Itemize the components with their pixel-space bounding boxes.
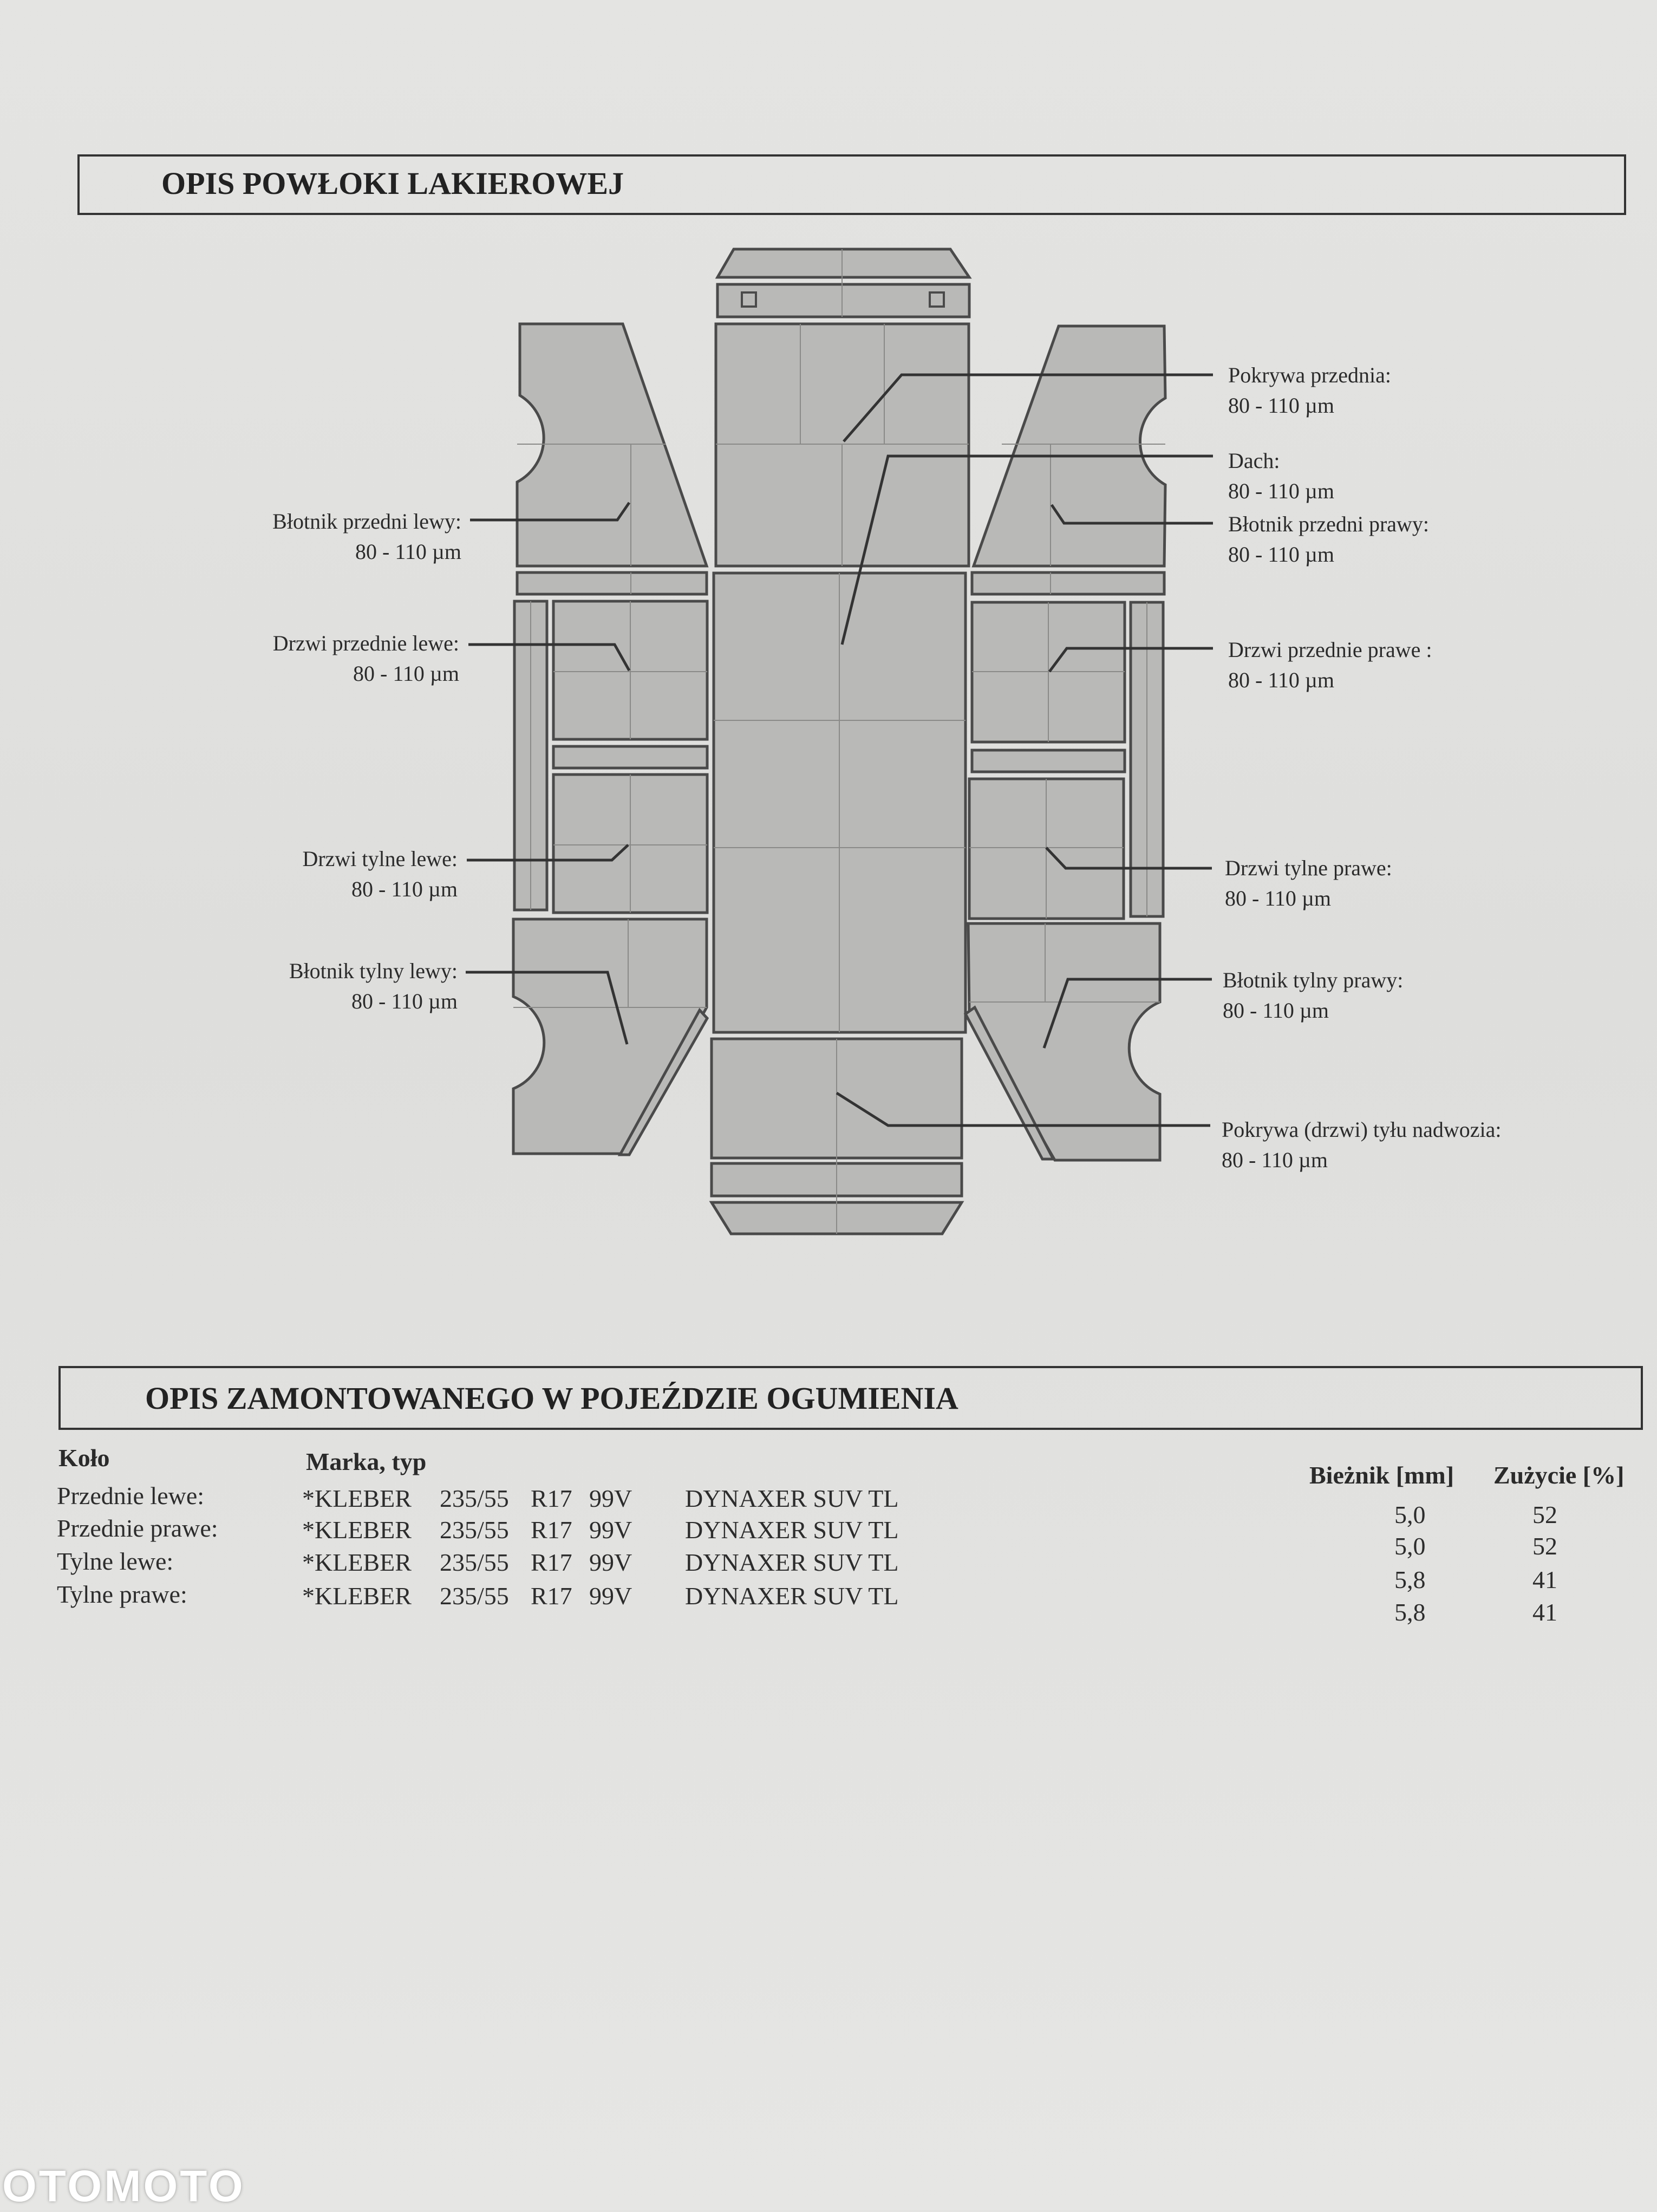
tire-rim: R17 [531, 1549, 572, 1576]
label-rear-door-right-value: 80 - 110 µm [1225, 886, 1331, 910]
leader-front-fender-right [1050, 504, 1213, 525]
tire-model: DYNAXER SUV TL [685, 1516, 899, 1544]
label-trunk-name: Pokrywa (drzwi) tyłu nadwozia: [1222, 1117, 1502, 1142]
label-rear-fender-left-name: Błotnik tylny lewy: [289, 959, 458, 983]
rear-fender-left-panel [512, 918, 708, 1155]
paint-section-title: OPIS POWŁOKI LAKIEROWEJ [161, 166, 624, 201]
tire-rim: R17 [531, 1516, 572, 1544]
tire-size: 235/55 [440, 1549, 509, 1576]
tire-index: 99V [589, 1582, 632, 1610]
label-front-fender-left-name: Błotnik przedni lewy: [272, 509, 461, 534]
right-mid-strip [970, 749, 1126, 773]
car-body-diagram [466, 248, 1213, 1235]
tire-wear: 41 [1532, 1598, 1557, 1626]
label-trunk-value: 80 - 110 µm [1222, 1148, 1328, 1172]
tire-size: 235/55 [440, 1485, 509, 1512]
tire-wheel: Przednie lewe: [57, 1482, 205, 1510]
label-rear-fender-right-value: 80 - 110 µm [1223, 998, 1329, 1023]
leader-front-door-right [1048, 647, 1213, 673]
left-top-strip [516, 571, 708, 596]
tire-model: DYNAXER SUV TL [685, 1582, 899, 1610]
right-rear-strip [963, 1005, 1056, 1161]
header-brand: Marka, typ [306, 1448, 427, 1475]
label-front-hood-name: Pokrywa przednia: [1228, 363, 1392, 387]
tire-brand: *KLEBER [302, 1516, 412, 1544]
paint-section-box [77, 154, 1626, 215]
leader-trunk [836, 1091, 1210, 1127]
front-fender-left-panel [516, 322, 709, 568]
tire-size: 235/55 [440, 1582, 509, 1610]
tire-wheel: Przednie prawe: [57, 1514, 218, 1542]
tire-rim: R17 [531, 1485, 572, 1512]
label-front-fender-left-value: 80 - 110 µm [355, 539, 461, 564]
rear-fender-right-panel [967, 922, 1162, 1162]
label-front-fender-right: Błotnik przedni prawy: 80 - 110 µm [1228, 509, 1429, 570]
tire-wheel: Tylne prawe: [57, 1580, 187, 1608]
tire-index: 99V [589, 1485, 632, 1512]
tire-tread: 5,0 [1394, 1532, 1426, 1560]
label-rear-door-left-value: 80 - 110 µm [351, 877, 458, 901]
tire-wear: 52 [1532, 1501, 1557, 1528]
label-rear-fender-left: Błotnik tylny lewy: 80 - 110 µm [289, 956, 458, 1017]
tire-wear: 52 [1532, 1532, 1557, 1560]
label-front-door-left-name: Drzwi przednie lewe: [272, 631, 459, 655]
tire-tread: 5,8 [1394, 1598, 1426, 1626]
label-rear-fender-left-value: 80 - 110 µm [351, 989, 458, 1013]
tire-section-box [58, 1366, 1643, 1430]
tire-model: DYNAXER SUV TL [685, 1549, 899, 1576]
header-tread: Bieżnik [mm] [1309, 1461, 1454, 1489]
label-front-fender-right-value: 80 - 110 µm [1228, 542, 1334, 567]
leader-rear-door-right [1045, 847, 1212, 870]
header-wheel: Koło [58, 1444, 110, 1472]
tire-tread: 5,8 [1394, 1566, 1426, 1593]
left-mid-strip [552, 745, 709, 770]
leader-rear-fender-right [1042, 978, 1212, 1049]
leader-rear-fender-left [466, 971, 629, 1045]
label-rear-door-right: Drzwi tylne prawe: 80 - 110 µm [1225, 853, 1392, 914]
label-trunk: Pokrywa (drzwi) tyłu nadwozia: 80 - 110 … [1222, 1115, 1502, 1175]
tire-tread: 5,0 [1394, 1501, 1426, 1528]
label-roof: Dach: 80 - 110 µm [1228, 446, 1334, 506]
label-front-fender-right-name: Błotnik przedni prawy: [1228, 512, 1430, 536]
otomoto-logo: OTOMOTO [2, 2162, 245, 2211]
front-grille-panel [716, 283, 971, 318]
label-rear-door-left-name: Drzwi tylne lewe: [302, 847, 458, 871]
leader-front-fender-left [470, 502, 631, 522]
leader-front-door-left [468, 643, 631, 672]
tire-wear: 41 [1532, 1566, 1557, 1593]
tire-wheel: Tylne lewe: [57, 1547, 174, 1575]
label-front-door-right-value: 80 - 110 µm [1228, 668, 1334, 692]
label-rear-door-left: Drzwi tylne lewe: 80 - 110 µm [302, 844, 458, 905]
label-rear-fender-right-name: Błotnik tylny prawy: [1223, 968, 1404, 992]
front-fender-right-panel [971, 324, 1167, 568]
label-front-door-left: Drzwi przednie lewe: 80 - 110 µm [273, 628, 459, 689]
label-front-door-right-name: Drzwi przednie prawe : [1228, 637, 1432, 662]
leader-roof [840, 454, 1213, 645]
leader-rear-door-left [467, 844, 629, 862]
leader-front-hood [843, 373, 1213, 443]
tire-brand: *KLEBER [302, 1549, 412, 1576]
tire-model: DYNAXER SUV TL [685, 1485, 899, 1512]
tire-section-title: OPIS ZAMONTOWANEGO W POJEŹDZIE OGUMIENIA [145, 1381, 958, 1416]
front-bumper-panel [715, 248, 972, 279]
label-roof-value: 80 - 110 µm [1228, 479, 1334, 503]
label-roof-name: Dach: [1228, 448, 1280, 473]
header-wear: Zużycie [%] [1493, 1461, 1625, 1489]
label-rear-fender-right: Błotnik tylny prawy: 80 - 110 µm [1223, 965, 1403, 1026]
tire-size: 235/55 [440, 1516, 509, 1544]
left-rear-strip [617, 1007, 709, 1156]
tire-rim: R17 [531, 1582, 572, 1610]
right-top-strip [970, 571, 1166, 596]
label-front-hood-value: 80 - 110 µm [1228, 393, 1334, 418]
label-front-door-left-value: 80 - 110 µm [353, 661, 459, 686]
tire-brand: *KLEBER [302, 1582, 412, 1610]
tire-index: 99V [589, 1516, 632, 1544]
label-front-hood: Pokrywa przednia: 80 - 110 µm [1228, 360, 1391, 421]
tire-brand: *KLEBER [302, 1485, 412, 1512]
label-rear-door-right-name: Drzwi tylne prawe: [1225, 856, 1392, 880]
tire-index: 99V [589, 1549, 632, 1576]
label-front-fender-left: Błotnik przedni lewy: 80 - 110 µm [272, 506, 461, 567]
label-front-door-right: Drzwi przednie prawe : 80 - 110 µm [1228, 635, 1432, 695]
